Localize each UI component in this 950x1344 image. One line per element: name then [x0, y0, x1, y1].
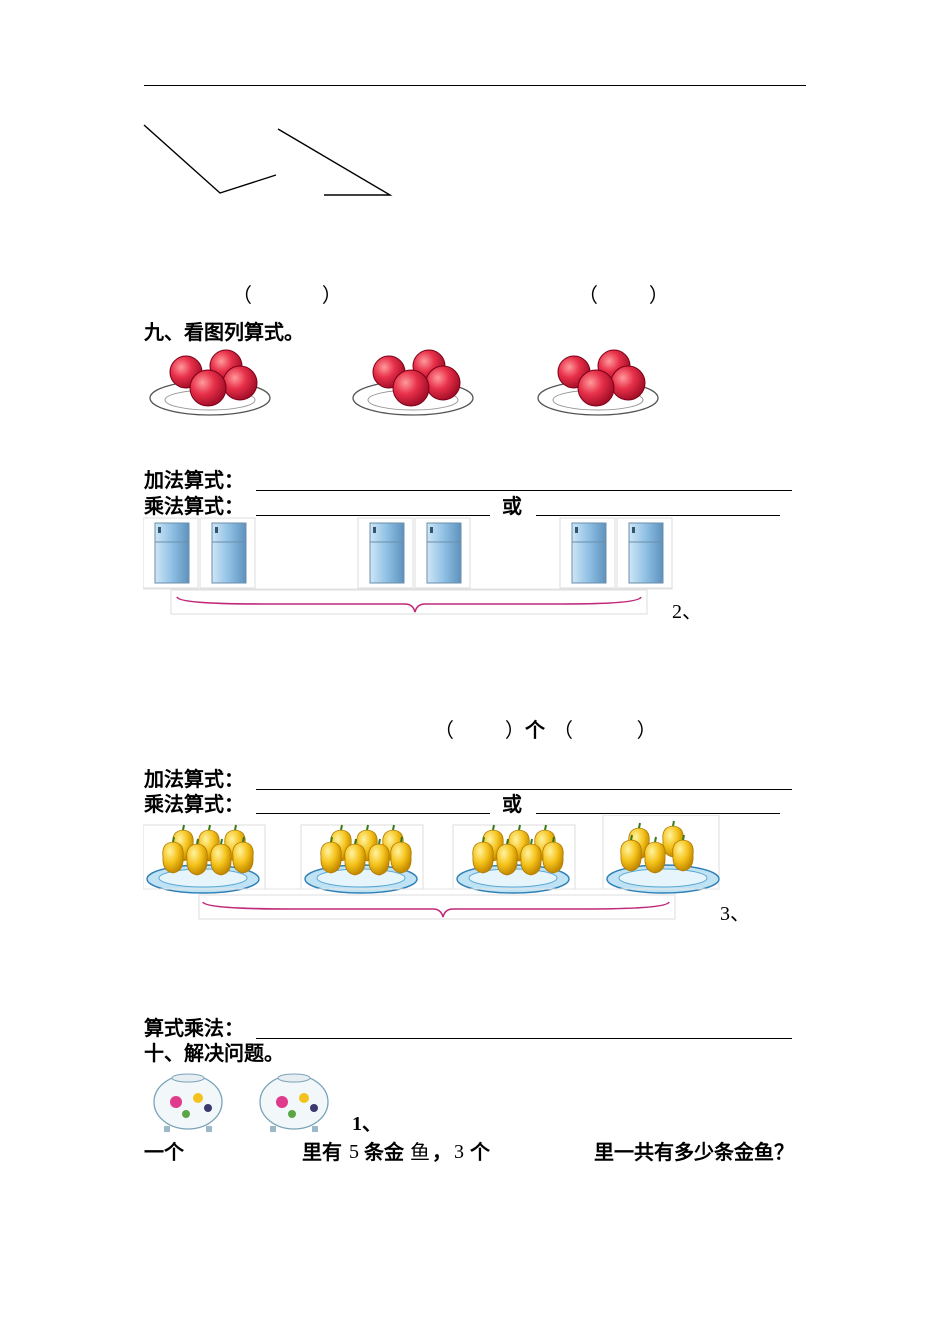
fishbowl-1 — [153, 1073, 223, 1132]
q2-multiplication-answer-line-1[interactable] — [256, 813, 490, 814]
apple-plate-1 — [149, 349, 271, 416]
apple-plate-2 — [352, 349, 474, 416]
q2-ge-label: 个 — [525, 718, 545, 742]
q2-blank-1[interactable]: （ ） — [434, 718, 525, 742]
section-10-sentence-part-1: 一个 — [144, 1140, 184, 1164]
section-10-count-b: 3 — [454, 1141, 464, 1163]
pepper-plate-3 — [452, 824, 576, 894]
q2-addition-answer-line[interactable] — [256, 789, 792, 790]
section-10-title: 十、解决问题。 — [144, 1041, 284, 1065]
section-10-fish-char: 鱼 — [410, 1140, 430, 1164]
fridge-pair-3 — [559, 517, 673, 589]
apple-plate-3 — [537, 349, 659, 416]
q2-blank-2[interactable]: （ ） — [553, 718, 657, 742]
pepper-plate-2 — [300, 824, 424, 894]
section-10-sentence-part-2: 里有 — [302, 1140, 342, 1164]
q1-addition-answer-line[interactable] — [256, 490, 792, 491]
q2-multiplication-label: 乘法算式： — [144, 792, 244, 816]
fridge-pair-2 — [357, 517, 471, 589]
angle-figures — [143, 124, 393, 196]
section-10-sentence-part-3: 条金 — [364, 1140, 404, 1164]
q2-addition-label: 加法算式： — [144, 767, 244, 791]
q3-answer-line[interactable] — [256, 1038, 792, 1039]
brace-2 — [202, 901, 670, 918]
top-rule — [144, 85, 806, 86]
q2-multiplication-answer-line-2[interactable] — [536, 813, 780, 814]
q1-multiplication-label: 乘法算式： — [144, 494, 244, 518]
q1-or-label: 或 — [502, 494, 522, 518]
fridge-pair-1 — [143, 517, 256, 589]
question-number-2: 2、 — [672, 601, 702, 623]
section-10-sentence-part-5: 个 — [470, 1140, 490, 1164]
q3-label: 算式乘法： — [144, 1016, 244, 1040]
q1-multiplication-answer-line-2[interactable] — [536, 515, 780, 516]
section-10-sentence-part-4: ， — [432, 1140, 452, 1164]
q1-multiplication-answer-line-1[interactable] — [256, 515, 490, 516]
pepper-plate-4 — [602, 815, 720, 894]
angle-answer-blank-left[interactable]: （ ） — [232, 283, 342, 307]
pepper-plate-1 — [143, 824, 266, 894]
q2-or-label: 或 — [502, 792, 522, 816]
fishbowl-2 — [259, 1073, 329, 1132]
section-10-question-number: 1、 — [352, 1113, 382, 1135]
section-10-count-a: 5 — [349, 1141, 359, 1163]
question-number-3: 3、 — [720, 903, 750, 925]
acute-angle — [277, 128, 393, 196]
fridge-groups — [143, 517, 673, 615]
fishbowls — [153, 1073, 329, 1132]
apple-plates — [149, 349, 659, 416]
obtuse-angle — [143, 124, 277, 194]
section-9-title: 九、看图列算式。 — [144, 320, 304, 344]
section-10-sentence-part-6: 里一共有多少条金鱼？ — [594, 1140, 794, 1164]
angle-answer-blank-right[interactable]: （ ） — [578, 283, 669, 307]
q1-addition-label: 加法算式： — [144, 468, 244, 492]
pepper-plates — [143, 815, 720, 920]
brace-1 — [176, 596, 642, 613]
